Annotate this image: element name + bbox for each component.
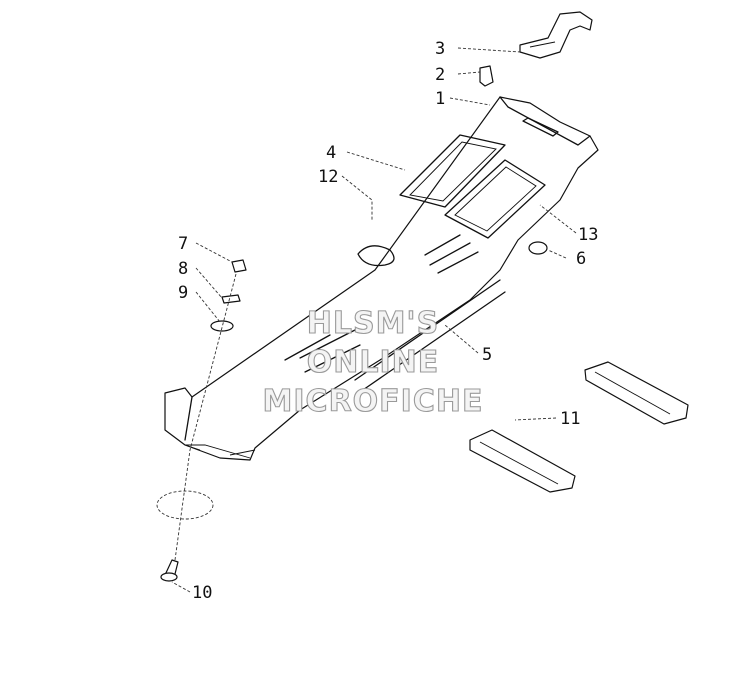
watermark-line-3: MICROFICHE — [263, 384, 484, 419]
screw-part — [160, 559, 179, 582]
callout-5: 5 — [482, 345, 492, 365]
callout-9: 9 — [178, 283, 188, 303]
watermark: HLSM'S ONLINE MICROFICHE — [262, 305, 484, 419]
bracket-part — [519, 11, 593, 59]
leader-lines — [171, 47, 577, 593]
callout-12: 12 — [318, 167, 338, 187]
callout-6: 6 — [576, 249, 586, 269]
callout-labels: 3 2 1 4 12 13 6 7 8 9 5 11 10 — [178, 39, 598, 603]
washer-part — [156, 490, 214, 520]
callout-7: 7 — [178, 234, 188, 254]
callout-11: 11 — [560, 409, 580, 429]
grommet-part — [528, 241, 548, 255]
callout-2: 2 — [435, 65, 445, 85]
callout-13: 13 — [578, 225, 598, 245]
callout-8: 8 — [178, 259, 188, 279]
fastener-stack — [174, 259, 247, 561]
watermark-line-1: HLSM'S — [307, 306, 439, 341]
callout-3: 3 — [435, 39, 445, 59]
callout-1: 1 — [435, 89, 445, 109]
watermark-line-2: ONLINE — [307, 345, 440, 380]
plug-part — [479, 65, 494, 87]
callout-10: 10 — [192, 583, 212, 603]
callout-4: 4 — [326, 143, 336, 163]
traction-strips — [469, 361, 689, 493]
